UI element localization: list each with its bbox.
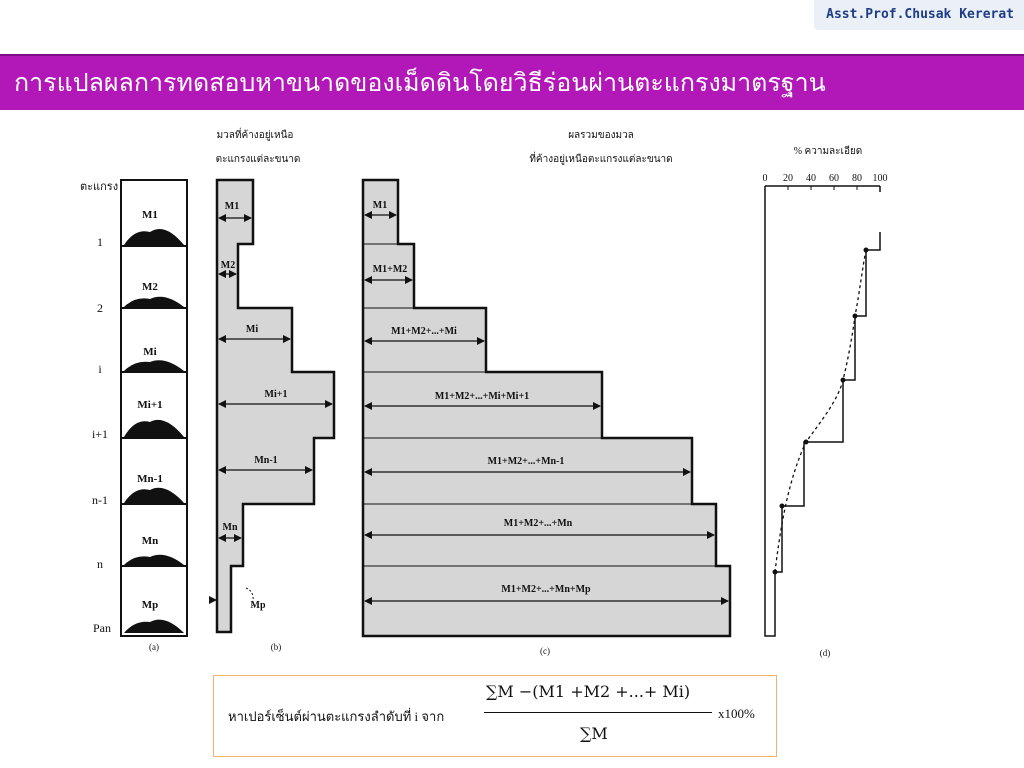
sieve-label-n: n	[97, 557, 103, 571]
formula-numerator: ∑M −(M1 +M2 +...+ Mi)	[486, 682, 691, 701]
svg-text:60: 60	[829, 173, 839, 184]
sieve-label-1: 1	[97, 235, 103, 249]
caption-b: (b)	[271, 642, 282, 652]
cum-label-pan: M1+M2+...+Mn+Mp	[501, 584, 591, 595]
cum-label-1: M1	[373, 200, 387, 211]
cumulative-mass-bars	[361, 178, 732, 638]
mass-label-a-pan: Mp	[142, 599, 159, 611]
curve-points	[772, 247, 869, 575]
cum-label-i: M1+M2+...+Mi	[391, 326, 457, 337]
panel-c-arrows	[364, 211, 729, 605]
caption-d: (d)	[820, 648, 831, 658]
svg-text:80: 80	[852, 173, 862, 184]
percent-finer-steps	[764, 186, 881, 637]
sieve-column-label: ตะแกรง	[80, 181, 118, 193]
figure-svg: ตะแกรง M1 M2 Mi Mi+1 Mn-1 Mn Mp 1 2 i i	[80, 127, 888, 658]
sieve-dividers	[121, 245, 187, 567]
sieve-label-n1: n-1	[92, 493, 108, 507]
sieve-label-2: 2	[97, 301, 103, 315]
svg-text:40: 40	[806, 173, 816, 184]
mass-label-a-n: Mn	[142, 535, 159, 547]
mass-label-a-i: Mi	[143, 346, 156, 358]
cum-label-2: M1+M2	[373, 264, 408, 275]
caption-c: (c)	[540, 646, 550, 656]
panel-c-header-1: ผลรวมของมวล	[568, 130, 634, 141]
formula-denominator: ∑M	[580, 724, 608, 743]
panel-c-dividers	[363, 243, 716, 567]
sieve-label-i: i	[98, 362, 102, 376]
sieve-label-pan: Pan	[93, 621, 111, 635]
svg-text:0: 0	[763, 173, 768, 184]
panel-c-header-2: ที่ค้างอยู่เหนือตะแกรงแต่ละขนาด	[529, 151, 672, 165]
svg-text:20: 20	[783, 173, 793, 184]
mass-label-b-n: Mn	[223, 522, 238, 533]
mass-label-a-n1: Mn-1	[137, 473, 163, 485]
mass-label-a-i1: Mi+1	[137, 399, 162, 411]
panel-b-header-2: ตะแกรงแต่ละขนาด	[216, 154, 301, 165]
fraction-bar	[484, 712, 712, 713]
formula-label: หาเปอร์เซ็นต์ผ่านตะแกรงลำดับที่ i จาก	[228, 709, 445, 724]
scale-tick-marks	[787, 186, 858, 190]
mass-label-b-pan: Mp	[251, 600, 266, 611]
formula-multiplier: x100%	[718, 706, 755, 721]
soil-piles	[124, 228, 184, 633]
panel-b-header-1: มวลที่ค้างอยู่เหนือ	[217, 127, 294, 141]
slide-title: การแปลผลการทดสอบหาขนาดของเม็ดดินโดยวิธีร…	[0, 54, 1024, 110]
formula-box: หาเปอร์เซ็นต์ผ่านตะแกรงลำดับที่ i จาก ∑M…	[213, 675, 777, 757]
mass-label-b-n1: Mn-1	[254, 455, 277, 466]
cum-label-n: M1+M2+...+Mn	[504, 518, 573, 529]
cum-label-i1: M1+M2+...+Mi+Mi+1	[435, 391, 529, 402]
retained-mass-bars	[215, 178, 336, 634]
cum-label-n1: M1+M2+...+Mn-1	[488, 456, 565, 467]
mass-label-b-i: Mi	[246, 324, 258, 335]
panel-d-header: % ความละเอียด	[794, 145, 863, 157]
mass-label-b-1: M1	[225, 201, 239, 212]
grading-curve	[774, 249, 867, 573]
sieve-analysis-figure: ตะแกรง M1 M2 Mi Mi+1 Mn-1 Mn Mp 1 2 i i	[0, 110, 1024, 670]
caption-a: (a)	[149, 642, 159, 652]
mass-label-a-2: M2	[142, 281, 158, 293]
scale-ticks: 0 20 40 60 80 100	[763, 173, 888, 184]
mass-label-b-2: M2	[221, 260, 235, 271]
mass-label-b-i1: Mi+1	[265, 389, 288, 400]
sieve-label-i1: i+1	[92, 427, 108, 441]
author-tag: Asst.Prof.Chusak Kererat	[814, 0, 1024, 30]
panel-b-arrows	[218, 214, 333, 542]
svg-text:100: 100	[873, 173, 888, 184]
mass-label-a-1: M1	[142, 209, 158, 221]
pan-arrow-curve	[245, 587, 254, 607]
